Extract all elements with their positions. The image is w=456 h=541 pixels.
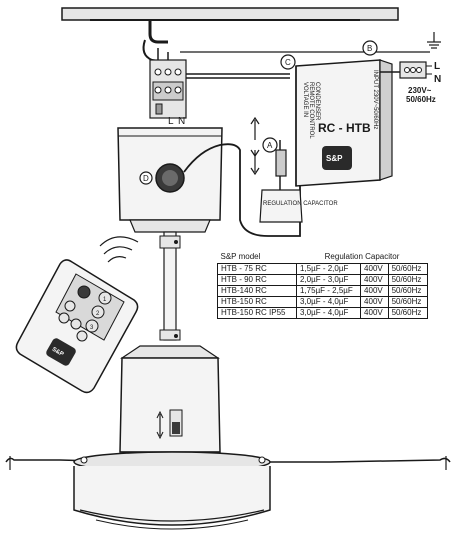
remote-button-3[interactable]: 3 (85, 319, 99, 333)
model-capacitor-table: S&P model Regulation Capacitor HTB - 75 … (217, 251, 429, 319)
cell-voltage: 400V (360, 263, 389, 275)
remote-button-2[interactable]: 2 (91, 305, 105, 319)
rc-htb-controller (295, 59, 393, 187)
cell-voltage: 400V (360, 307, 389, 319)
remote-timer-button-4[interactable] (76, 330, 88, 342)
marker-d-label: D (143, 174, 149, 183)
supply-l-label: L (434, 61, 440, 72)
marker-a-label: A (267, 141, 273, 150)
table-header-row: S&P model Regulation Capacitor (217, 251, 428, 264)
fan-body (119, 345, 221, 453)
supply-n-label: N (434, 74, 441, 85)
marker-b (362, 40, 378, 56)
table-row: HTB - 90 RC 2,0µF - 3,0µF 400V 50/60Hz (217, 274, 429, 286)
controller-logo-text: S&P (326, 154, 343, 163)
cell-capacitor: 3,0µF - 4,0µF (295, 296, 362, 308)
cell-freq: 50/60Hz (387, 274, 429, 286)
terminal-n-label: N (178, 116, 185, 127)
remote-button-1-label: 1 (103, 297, 107, 303)
voltage-label: 230V~ (408, 86, 432, 95)
cell-freq: 50/60Hz (387, 285, 429, 297)
cell-freq: 50/60Hz (387, 296, 429, 308)
cell-capacitor: 3,0µF - 4,0µF (295, 307, 362, 319)
controller-text-remote: REMOTE CONTROL (308, 82, 314, 139)
controller-logo: S&P (322, 146, 352, 170)
marker-c-label: C (285, 58, 291, 67)
receiver-cable (183, 143, 301, 237)
remote-button-2-label: 2 (96, 311, 100, 317)
remote-button-1[interactable]: 1 (98, 291, 112, 305)
cell-voltage: 400V (360, 285, 389, 297)
header-capacitor: Regulation Capacitor (296, 251, 428, 264)
capacitor-box-label: REGULATION CAPACITOR (263, 201, 338, 207)
cell-capacitor: 1,75µF - 2,5µF (295, 285, 362, 297)
remote-logo: S&P (46, 338, 76, 366)
terminal-l-label: L (168, 116, 174, 127)
controller-name: RC - HTB (318, 121, 371, 135)
ir-receiver (155, 163, 185, 193)
marker-d (139, 171, 153, 185)
ground-symbol-icon (427, 32, 441, 49)
controller-text-condenser: CONDENSER (314, 82, 320, 121)
terminal-block (149, 48, 187, 119)
cell-voltage: 400V (360, 296, 389, 308)
cell-freq: 50/60Hz (387, 307, 429, 319)
cell-voltage: 400V (360, 274, 389, 286)
controller-text-input: INPUT 230V~50/60Hz (372, 70, 378, 129)
remote-timer-button-1[interactable] (64, 300, 76, 312)
table-row: HTB - 75 RC 1,5µF - 2,0µF 400V 50/60Hz (217, 263, 429, 275)
frequency-label: 50/60Hz (406, 95, 436, 104)
supply-connector (399, 61, 432, 79)
down-rod (159, 231, 181, 341)
remote-power-button[interactable] (77, 285, 91, 299)
cell-capacitor: 1,5µF - 2,0µF (295, 263, 362, 275)
remote-button-3-label: 3 (90, 325, 94, 331)
cell-capacitor: 2,0µF - 3,0µF (295, 274, 362, 286)
cell-model: HTB-150 RC IP55 (217, 307, 297, 319)
table-row: HTB-150 RC IP55 3,0µF - 4,0µF 400V 50/60… (217, 307, 429, 319)
marker-a (262, 137, 278, 153)
cell-model: HTB-140 RC (217, 285, 297, 297)
remote-signal-icon (99, 236, 139, 263)
remote-timer-button-2[interactable] (58, 312, 70, 324)
cell-model: HTB-150 RC (217, 296, 297, 308)
speed-switch-icon (156, 409, 183, 440)
ceiling-plate (61, 7, 399, 21)
marker-c (280, 54, 296, 70)
remote-timer-button-3[interactable] (70, 318, 82, 330)
table-row: HTB-140 RC 1,75µF - 2,5µF 400V 50/60Hz (217, 285, 429, 297)
header-model: S&P model (217, 251, 297, 264)
cell-freq: 50/60Hz (387, 263, 429, 275)
hanging-hook (148, 20, 168, 44)
fan-flange (73, 451, 271, 530)
cell-model: HTB - 90 RC (217, 274, 297, 286)
marker-b-label: B (367, 44, 372, 53)
remote-logo-text: S&P (51, 347, 65, 358)
regulation-capacitor (259, 140, 303, 223)
controller-text-voltage-in: VOLTAGE IN (302, 82, 308, 117)
cell-model: HTB - 75 RC (217, 263, 297, 275)
capacitor-arrows-icon (250, 116, 260, 176)
table-row: HTB-150 RC 3,0µF - 4,0µF 400V 50/60Hz (217, 296, 429, 308)
